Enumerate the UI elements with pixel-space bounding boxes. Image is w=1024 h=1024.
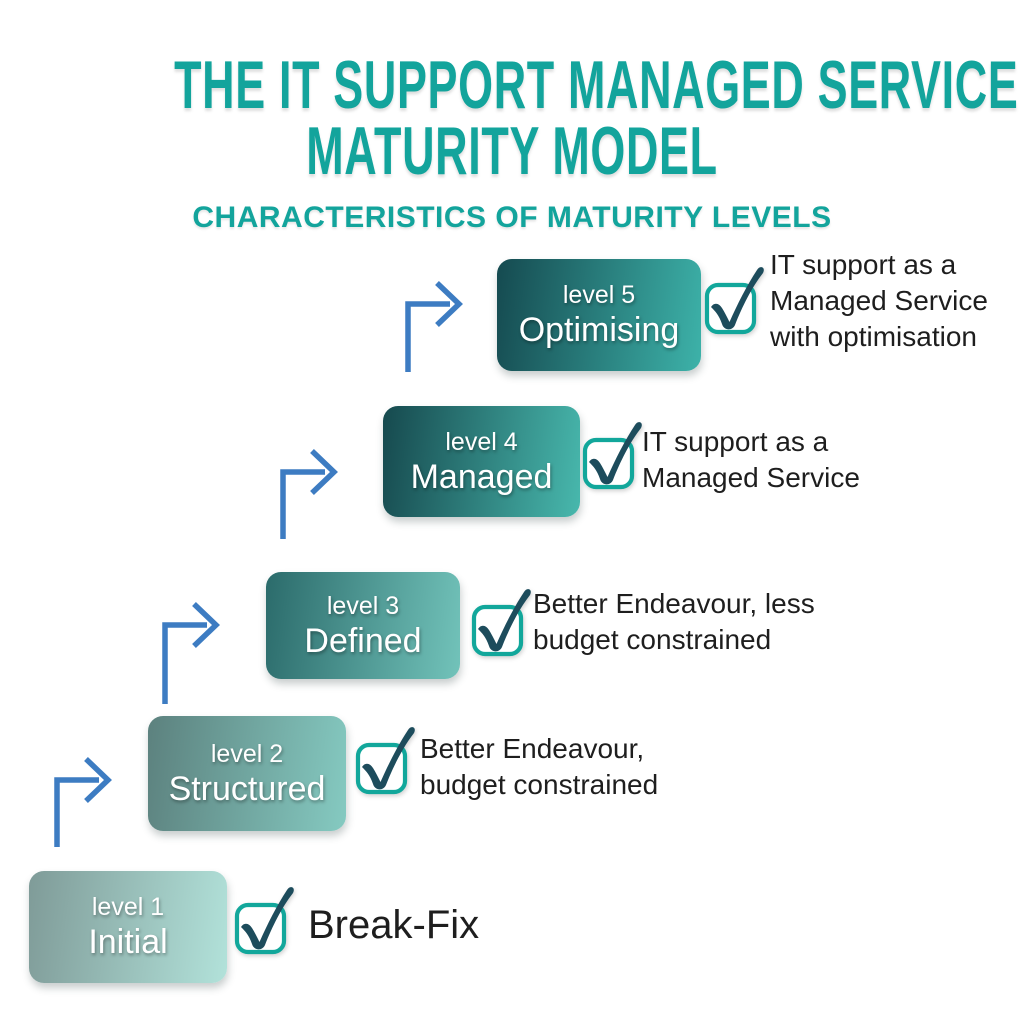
level-1-description: Break-Fix [308,903,480,947]
level-2-name: Structured [168,769,326,808]
level-1-box: level 1 Initial [29,871,227,983]
level-3-description: Better Endeavour, less budget constraine… [533,588,815,655]
level-5-label: level 5 [562,281,636,309]
level-4-label: level 4 [445,427,518,456]
level-2-box: level 2 Structured [148,716,346,831]
page-title-line2: MATURITY MODEL [306,113,718,189]
level-3-box: level 3 Defined [266,572,460,679]
header: THE IT SUPPORT MANAGED SERVICE MATURITY … [0,47,1024,235]
level-5-box: level 5 Optimising [497,259,701,371]
level-4-description: IT support as a Managed Service [642,426,860,493]
arrow-level3-to-level4 [280,449,338,539]
level-4-name: Managed [410,457,553,496]
arrow-level2-to-level3 [162,602,220,704]
level-5-description: IT support as a Managed Service with opt… [770,249,988,352]
level-1-name: Initial [88,923,168,961]
level-4-checkbox-checked-icon [582,422,642,490]
level-4-box: level 4 Managed [383,406,580,517]
level-2-checkbox-checked-icon [355,727,415,795]
level-3-name: Defined [304,621,422,660]
level-1-checkbox-checked-icon [234,887,294,955]
level-5-name: Optimising [518,311,680,349]
page-title: THE IT SUPPORT MANAGED SERVICE MATURITY … [174,47,1019,189]
level-5-checkbox-checked-icon [704,267,764,335]
arrow-level1-to-level2 [54,757,112,847]
level-3-label: level 3 [326,591,400,620]
page-title-line1: THE IT SUPPORT MANAGED SERVICE [174,47,1019,123]
arrow-level4-to-level5 [405,281,463,372]
page-subtitle: CHARACTERISTICS OF MATURITY LEVELS [192,201,832,234]
level-1-label: level 1 [91,893,165,921]
level-3-checkbox-checked-icon [471,589,531,657]
level-2-label: level 2 [210,739,284,768]
level-2-description: Better Endeavour, budget constrained [420,733,659,800]
